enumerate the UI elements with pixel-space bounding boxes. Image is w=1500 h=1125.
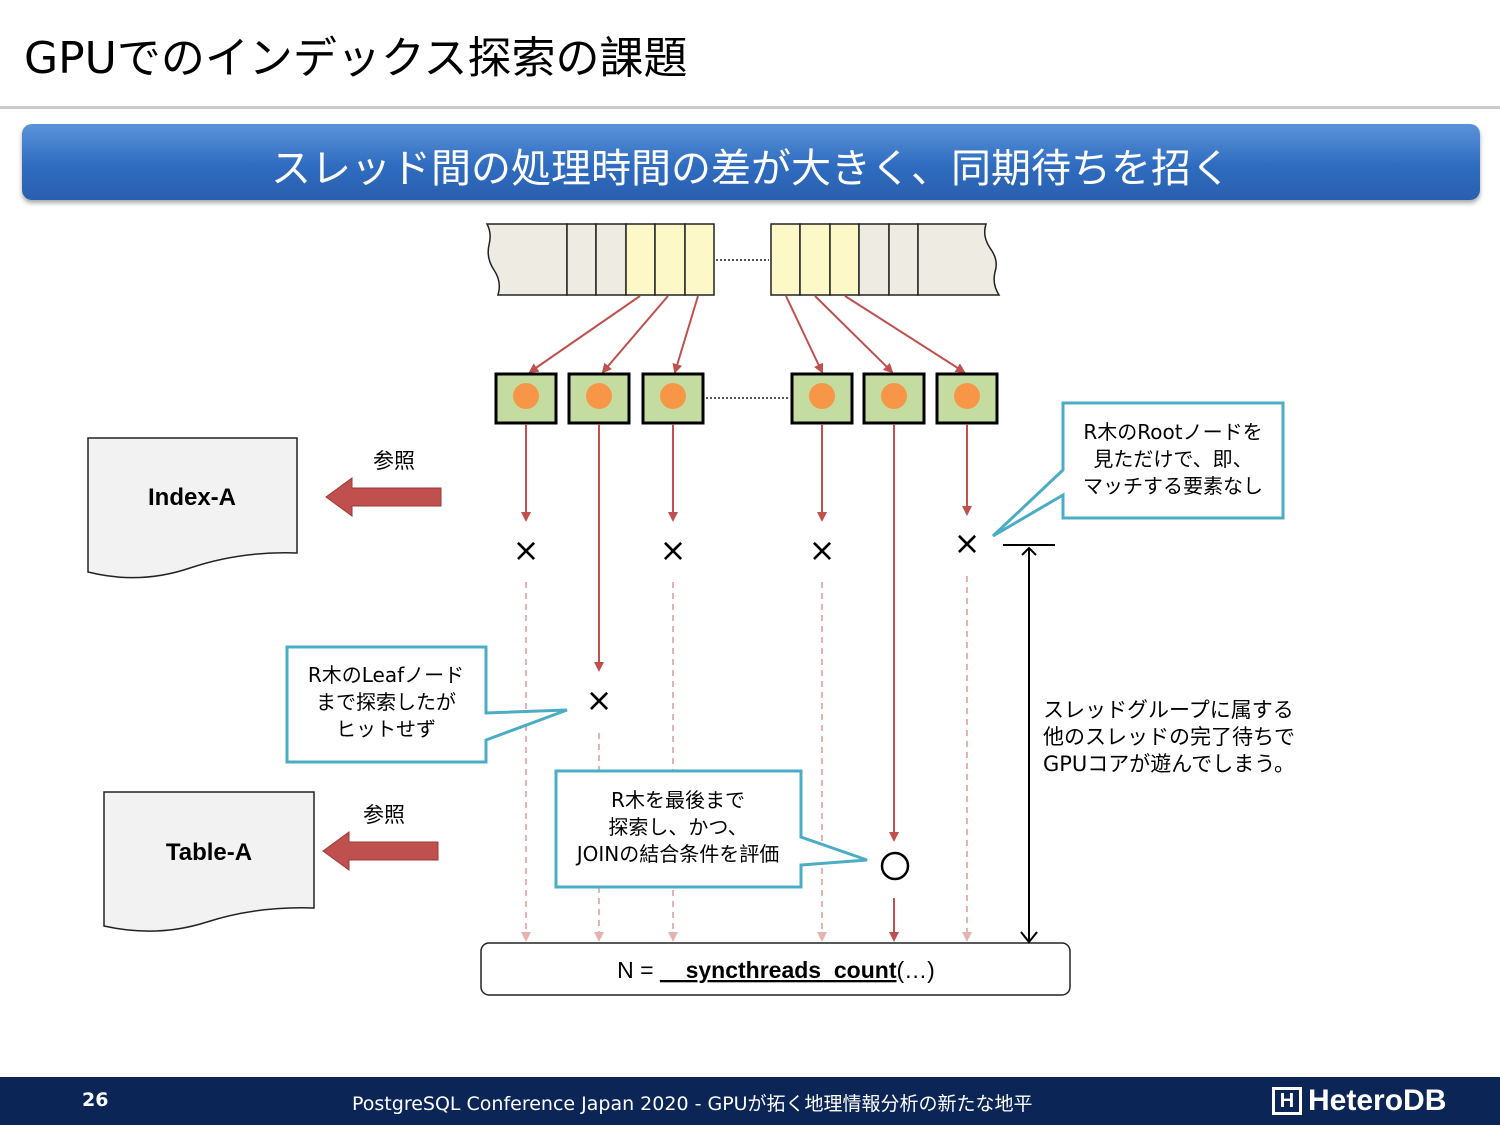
table-label: Table-A bbox=[166, 839, 252, 866]
index-document: Index-A bbox=[87, 437, 298, 579]
logo-text: HeteroDB bbox=[1308, 1084, 1447, 1117]
svg-text:R木のLeafノード: R木のLeafノード bbox=[308, 663, 464, 687]
heterodb-logo: H HeteroDB bbox=[1272, 1084, 1446, 1118]
sync-text: N = __syncthreads_count(…) bbox=[617, 957, 935, 983]
array-cell-active bbox=[829, 223, 860, 296]
thread-progress-arrows bbox=[521, 424, 972, 942]
table-ref-arrow bbox=[322, 831, 439, 871]
svg-text:まで探索したが: まで探索したが bbox=[316, 690, 456, 714]
svg-text:他のスレッドの完了待ちで: 他のスレッドの完了待ちで bbox=[1043, 725, 1295, 749]
miss-mark: × bbox=[586, 681, 613, 719]
miss-mark: × bbox=[513, 531, 540, 569]
svg-text:ヒットせず: ヒットせず bbox=[336, 717, 436, 741]
array-cell-active bbox=[654, 223, 686, 296]
svg-text:JOINの結合条件を評価: JOINの結合条件を評価 bbox=[575, 842, 780, 866]
table-ref-label: 参照 bbox=[363, 803, 405, 827]
array-cell-active bbox=[799, 223, 831, 296]
index-label: Index-A bbox=[148, 484, 236, 511]
svg-text:GPUコアが遊んでしまう。: GPUコアが遊んでしまう。 bbox=[1043, 752, 1295, 776]
hit-mark bbox=[880, 851, 910, 881]
thread-group bbox=[494, 372, 999, 425]
data-array-right bbox=[770, 223, 1001, 296]
wait-range bbox=[1003, 544, 1055, 944]
logo-mark-icon: H bbox=[1272, 1087, 1302, 1115]
svg-text:スレッドグループに属する: スレッドグループに属する bbox=[1043, 698, 1294, 722]
array-cell-active bbox=[625, 223, 656, 296]
miss-mark: × bbox=[660, 531, 687, 569]
result-marks: × × × × × bbox=[513, 524, 981, 719]
svg-text:探索し、かつ、: 探索し、かつ、 bbox=[608, 815, 747, 839]
thread bbox=[494, 372, 558, 425]
index-ref-arrow bbox=[325, 477, 442, 517]
banner-text: スレッド間の処理時間の差が大きく、同期待ちを招く bbox=[271, 146, 1231, 192]
svg-text:R木を最後まで: R木を最後まで bbox=[611, 788, 745, 812]
array-cell bbox=[566, 223, 597, 296]
table-document: Table-A bbox=[103, 791, 315, 932]
svg-text:マッチする要素なし: マッチする要素なし bbox=[1083, 474, 1263, 498]
data-array-left bbox=[485, 223, 715, 296]
footer-text: PostgreSQL Conference Japan 2020 - GPUが拓… bbox=[352, 1093, 1033, 1115]
array-to-thread-arrows bbox=[528, 295, 966, 374]
slide-title: GPUでのインデックス探索の課題 bbox=[24, 33, 688, 84]
callout-full: R木を最後まで 探索し、かつ、 JOINの結合条件を評価 bbox=[554, 769, 868, 889]
thread bbox=[641, 372, 705, 425]
wait-note: スレッドグループに属する 他のスレッドの完了待ちで GPUコアが遊んでしまう。 bbox=[1043, 698, 1295, 776]
array-cell bbox=[858, 223, 890, 296]
array-cell bbox=[888, 223, 919, 296]
array-cell-active bbox=[770, 223, 801, 296]
miss-mark: × bbox=[809, 531, 836, 569]
svg-text:R木のRootノードを: R木のRootノードを bbox=[1083, 420, 1262, 444]
banner: スレッド間の処理時間の差が大きく、同期待ちを招く bbox=[22, 124, 1480, 200]
thread bbox=[567, 372, 631, 425]
miss-mark: × bbox=[954, 524, 981, 562]
thread bbox=[790, 372, 854, 425]
index-ref-label: 参照 bbox=[373, 449, 415, 473]
thread bbox=[935, 372, 999, 425]
svg-text:見ただけで、即、: 見ただけで、即、 bbox=[1093, 447, 1252, 471]
callout-leaf: R木のLeafノード まで探索したが ヒットせず bbox=[285, 645, 568, 764]
array-cell-active bbox=[684, 223, 715, 296]
page-number: 26 bbox=[82, 1089, 109, 1111]
sync-box bbox=[480, 942, 1071, 996]
array-cell bbox=[595, 223, 627, 296]
footer: 26 PostgreSQL Conference Japan 2020 - GP… bbox=[0, 1077, 1500, 1125]
thread bbox=[862, 372, 926, 425]
callout-root: R木のRootノードを 見ただけで、即、 マッチする要素なし bbox=[991, 401, 1285, 538]
title-divider bbox=[0, 106, 1500, 109]
